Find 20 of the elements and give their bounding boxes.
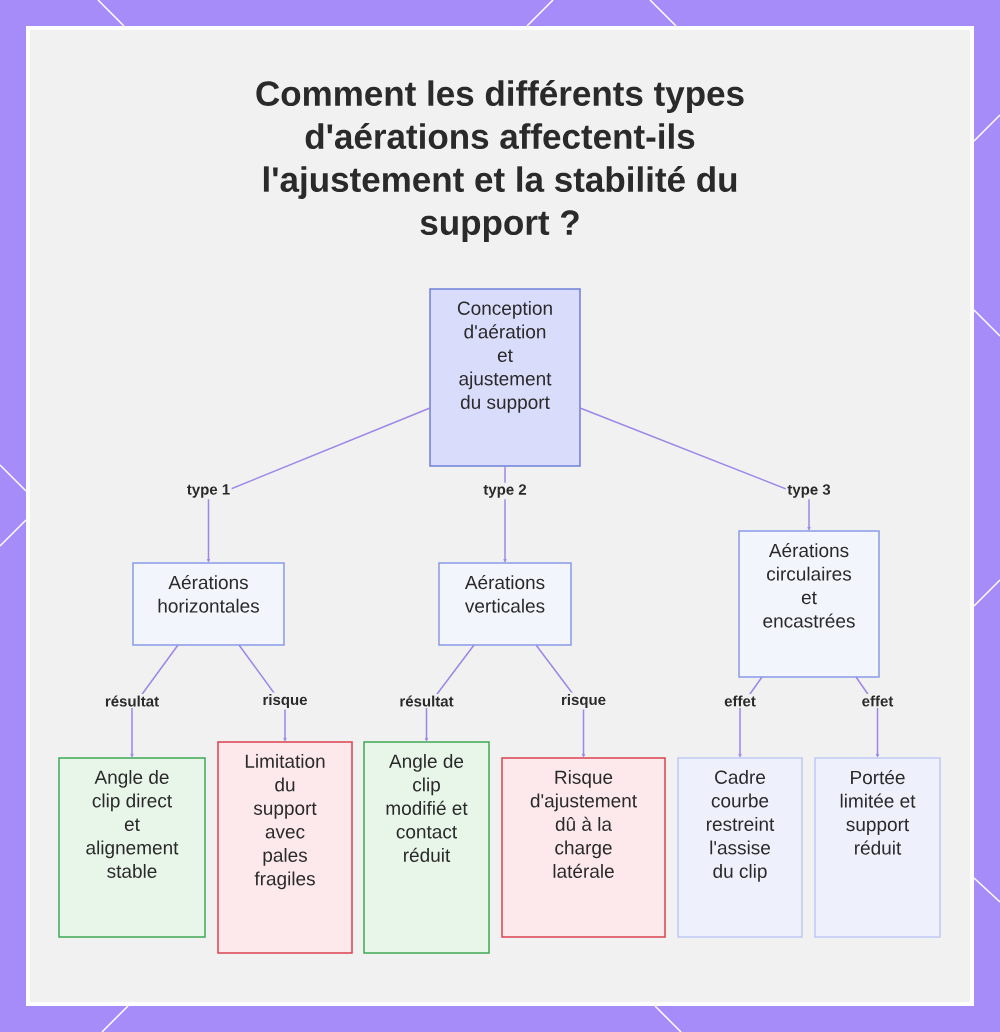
leaf-box: Portée limitée et support réduit xyxy=(814,757,941,938)
arrow xyxy=(535,644,586,758)
edge-label: effet xyxy=(860,694,895,708)
branch-box: Aérations horizontales xyxy=(132,562,285,646)
arrow xyxy=(238,644,287,742)
arrow xyxy=(424,644,475,742)
arrow xyxy=(206,407,431,563)
edge-label: effet xyxy=(722,694,758,708)
arrow xyxy=(503,465,507,563)
title: Comment les différents types d'aérations affectent-ils l'ajustement et la stabilité du support ? xyxy=(256,80,744,242)
leaf-box: Angle de clip modifié et contact réduit xyxy=(363,741,490,954)
leaf-box: Angle de clip direct et alignement stable xyxy=(58,757,206,938)
arrow xyxy=(579,407,811,531)
branch-box: Aérations verticales xyxy=(438,562,572,646)
arrow xyxy=(130,644,179,758)
leaf-box: Cadre courbe restreint l'assise du clip xyxy=(677,757,803,938)
leaf-box: Limitation du support avec pales fragiles xyxy=(217,741,353,954)
leaf-box: Risque d'ajustement dû à la charge latérale xyxy=(501,757,666,938)
root-box: Conception d'aération et ajustement du support xyxy=(429,288,581,467)
branch-box: Aérations circulaires et encastrées xyxy=(738,530,880,678)
